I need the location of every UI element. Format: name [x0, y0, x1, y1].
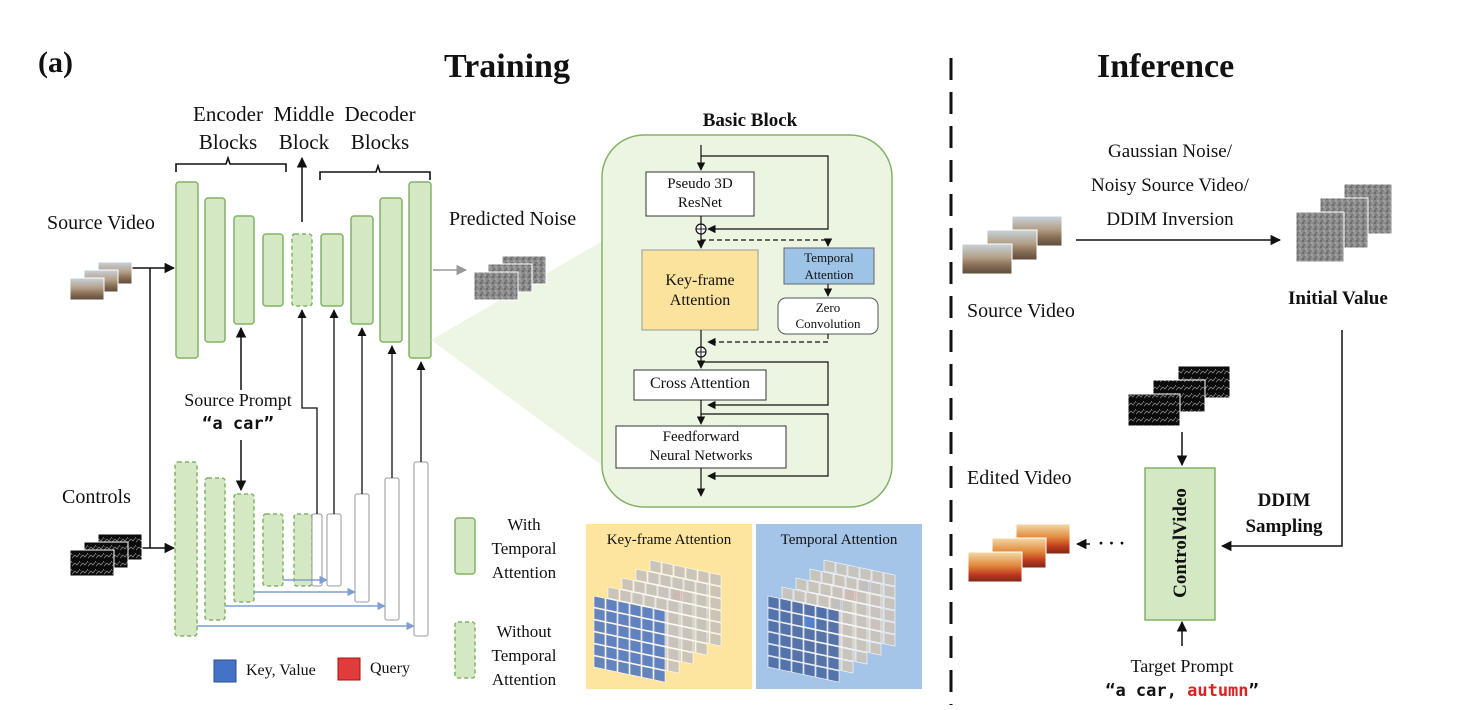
controlvideo-box [1144, 467, 1216, 621]
target-prompt-text: “a car, autumn” [1105, 681, 1259, 701]
panel-label: (a) [38, 46, 73, 79]
control-zero-3 [354, 493, 370, 603]
decoder-block-1 [320, 233, 344, 307]
inference-heading: Inference [1097, 48, 1235, 85]
keyframe-attention-panel-title: Key-frame Attention [606, 532, 732, 548]
edited-video-label: Edited Video [967, 467, 1072, 489]
predicted-noise-frames [473, 255, 547, 301]
control-zero-4 [384, 477, 400, 621]
legend-query-label: Query [370, 660, 410, 677]
temporal-attention-box [783, 247, 875, 285]
source-video-label: Source Video [47, 212, 155, 234]
middle-block [291, 233, 313, 307]
cross-attention-box [633, 369, 767, 401]
control-zero-1 [311, 513, 323, 587]
target-prompt-label: Target Prompt [1130, 656, 1234, 676]
initial-value-noise-frames [1295, 183, 1393, 263]
training-heading: Training [444, 48, 570, 85]
decoder-block-2 [350, 215, 374, 325]
source-prompt-text: “a car” [202, 414, 274, 434]
pseudo3d-resnet-box [645, 171, 755, 217]
ellipsis: · · · [1098, 533, 1126, 553]
temporal-attention-panel-title: Temporal Attention [780, 532, 898, 548]
feedforward-box [615, 425, 787, 469]
inference-controls-frames [1127, 365, 1231, 427]
initial-value-label: Initial Value [1288, 288, 1388, 309]
control-block-4 [262, 513, 284, 587]
control-block-5 [293, 513, 313, 587]
legend-with-temporal-swatch [454, 517, 476, 575]
inference-source-video-label: Source Video [967, 300, 1075, 322]
control-block-2 [204, 477, 226, 621]
cross-attention-label: Cross Attention [649, 375, 750, 392]
zoom-wedge [431, 238, 608, 470]
controlvideo-label: ControlVideo [1170, 488, 1191, 598]
basic-block-title: Basic Block [702, 110, 798, 131]
noise-options-label: Gaussian Noise/Noisy Source Video/DDIM I… [1091, 141, 1249, 230]
encoder-block-3 [233, 215, 255, 325]
encoder-brace [175, 155, 287, 172]
encoder-block-4 [262, 233, 284, 307]
inference-source-frames [961, 215, 1063, 275]
control-zero-2 [326, 513, 342, 587]
controls-frames [69, 533, 143, 577]
edited-video-frames [967, 523, 1071, 583]
source-video-frames [69, 261, 133, 301]
legend-key-value-label: Key, Value [246, 662, 316, 679]
control-block-3 [233, 493, 255, 603]
encoder-block-1 [175, 181, 199, 359]
keyframe-attention-box [641, 249, 759, 331]
controls-label: Controls [62, 486, 131, 508]
decoder-block-3 [379, 197, 403, 343]
legend-without-temporal-swatch [454, 621, 476, 679]
encoder-block-2 [204, 197, 226, 343]
decoder-brace [319, 163, 431, 180]
keyframe-attention-grids [593, 559, 722, 683]
legend-key-value-swatch [213, 659, 237, 683]
temporal-attention-grids [767, 559, 896, 683]
legend-query-swatch [337, 657, 361, 681]
predicted-noise-label: Predicted Noise [449, 208, 577, 230]
control-block-1 [174, 461, 198, 637]
decoder-block-4 [408, 181, 432, 359]
source-prompt-label: Source Prompt [184, 390, 292, 410]
control-zero-5 [413, 461, 429, 637]
